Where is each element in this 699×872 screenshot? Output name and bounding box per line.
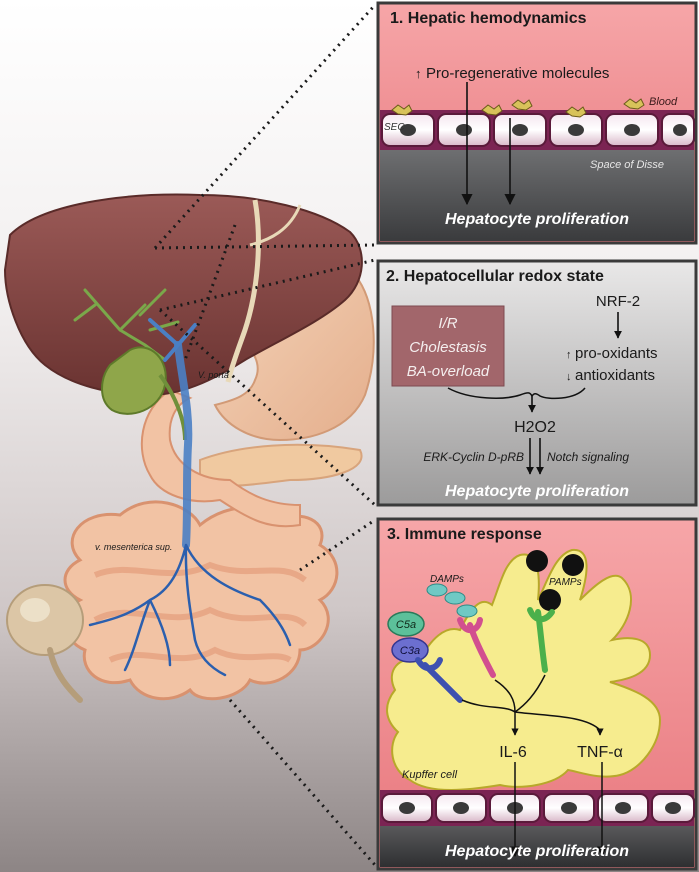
receptor-damps	[457, 617, 496, 678]
zoom-guides	[153, 3, 377, 866]
panel-hepatic-hemodynamics: 1. Hepatic hemodynamics ↑ Pro-regenerati…	[376, 1, 698, 245]
pamps-particles	[526, 550, 584, 611]
h2o2-label: H2O2	[514, 419, 556, 436]
gallbladder	[101, 346, 167, 415]
injury-box	[391, 305, 505, 387]
pro-oxidants-up: ↑	[566, 349, 572, 361]
space-of-disse-label: Space of Disse	[590, 159, 664, 171]
small-intestine	[63, 500, 339, 701]
portal-vein	[174, 341, 193, 549]
mesenteric-vein	[88, 543, 292, 677]
pro-regenerative-molecules	[391, 98, 645, 118]
panel1-title: 1. Hepatic hemodynamics	[390, 10, 587, 27]
c3a-particle	[391, 637, 429, 663]
sinusoidal-endothelium-bottom	[380, 790, 695, 826]
notch-label: Notch signaling	[547, 450, 629, 464]
panel-immune-response: 3. Immune response DAMPs PAMPs C5a C3a I…	[376, 517, 698, 871]
sec-label: SEC	[384, 122, 405, 133]
tnf-label: TNF-α	[577, 744, 623, 761]
panel2-outcome: Hepatocyte proliferation	[445, 483, 629, 500]
bile-ducts	[73, 288, 180, 362]
panel3-title: 3. Immune response	[387, 526, 542, 543]
c5a-particle	[387, 611, 425, 637]
injury-cholestasis: Cholestasis	[409, 339, 487, 356]
blood-label: Blood	[649, 96, 678, 108]
sinusoidal-endothelium	[380, 110, 695, 150]
damps-label: DAMPs	[430, 574, 464, 585]
mesenteric-vein-label: v. mesenterica sup.	[95, 542, 172, 552]
panel2-title: 2. Hepatocellular redox state	[386, 268, 604, 285]
kupffer-cell-label: Kupffer cell	[402, 769, 458, 781]
injury-curve	[447, 387, 533, 399]
il6-label: IL-6	[499, 744, 527, 761]
damps-particles	[426, 583, 478, 618]
panel3-outcome: Hepatocyte proliferation	[445, 843, 629, 860]
complement-receptor	[415, 657, 463, 703]
injury-ba-overload: BA-overload	[407, 363, 490, 380]
liver	[3, 193, 363, 397]
c5a-label: C5a	[396, 619, 416, 631]
tlr-receptor-pamps	[527, 607, 555, 673]
injury-ir: I/R	[438, 315, 457, 332]
cecum	[6, 584, 84, 656]
oxidant-curve	[531, 387, 586, 400]
nrf2-label: NRF-2	[596, 293, 640, 310]
up-arrow-symbol: ↑	[415, 66, 422, 81]
panel-redox-state: 2. Hepatocellular redox state I/R Choles…	[376, 259, 698, 507]
antioxidants-label: antioxidants	[575, 367, 655, 384]
pamps-label: PAMPs	[549, 577, 582, 588]
portal-vein-label: V. porta	[198, 370, 229, 380]
antioxidants-down: ↓	[566, 371, 572, 383]
erk-pathway-label: ERK-Cyclin D-pRB	[423, 450, 524, 464]
signaling-arrows	[461, 674, 608, 858]
pro-oxidants-label: pro-oxidants	[575, 345, 658, 362]
duodenum	[140, 388, 301, 528]
panel1-outcome: Hepatocyte proliferation	[445, 211, 629, 228]
c3a-label: C3a	[400, 645, 420, 657]
anatomy-illustration: V. porta v. mesenterica sup.	[3, 193, 375, 703]
pro-regenerative-label: Pro-regenerative molecules	[426, 65, 609, 82]
kupffer-cell	[386, 548, 662, 791]
